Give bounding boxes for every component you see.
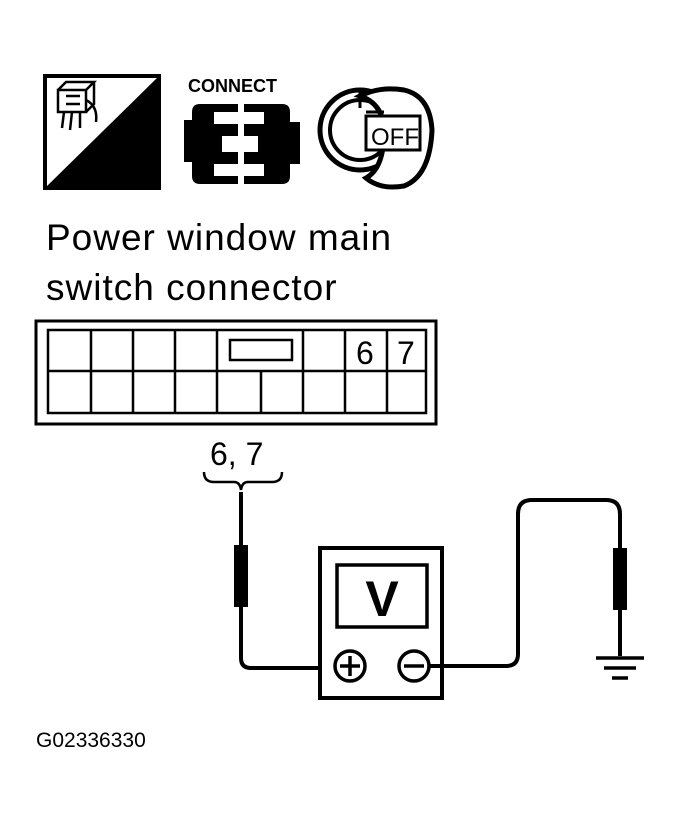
probe-brace bbox=[202, 471, 284, 491]
probe-pin-label: 6, 7 bbox=[210, 436, 263, 472]
ground-symbol-icon bbox=[596, 656, 644, 680]
connect-label: CONNECT bbox=[188, 76, 277, 96]
voltmeter-display bbox=[335, 563, 429, 629]
figure-id: G02336330 bbox=[36, 729, 146, 752]
connect-icon: CONNECT bbox=[184, 76, 300, 184]
negative-probe bbox=[613, 548, 627, 610]
voltmeter: V bbox=[318, 546, 444, 700]
harness-connector-icon: H.S. bbox=[43, 74, 161, 190]
connector-lock-tab bbox=[228, 338, 294, 362]
negative-test-lead bbox=[430, 498, 627, 668]
pin-6-label: 6 bbox=[356, 335, 374, 371]
positive-probe bbox=[234, 545, 248, 607]
ignition-off-label: OFF bbox=[371, 124, 419, 151]
ignition-key-off-icon: OFF bbox=[317, 86, 435, 190]
connector-sketch-icon bbox=[56, 80, 98, 131]
title-line-1: Power window main bbox=[46, 217, 392, 258]
title-line-2: switch connector bbox=[46, 267, 338, 308]
harness-label: H.S. bbox=[96, 150, 160, 187]
voltmeter-label: V bbox=[365, 571, 399, 627]
pin-7-label: 7 bbox=[397, 335, 415, 371]
connector-face: 6 7 bbox=[34, 319, 438, 426]
positive-test-lead bbox=[234, 492, 334, 670]
